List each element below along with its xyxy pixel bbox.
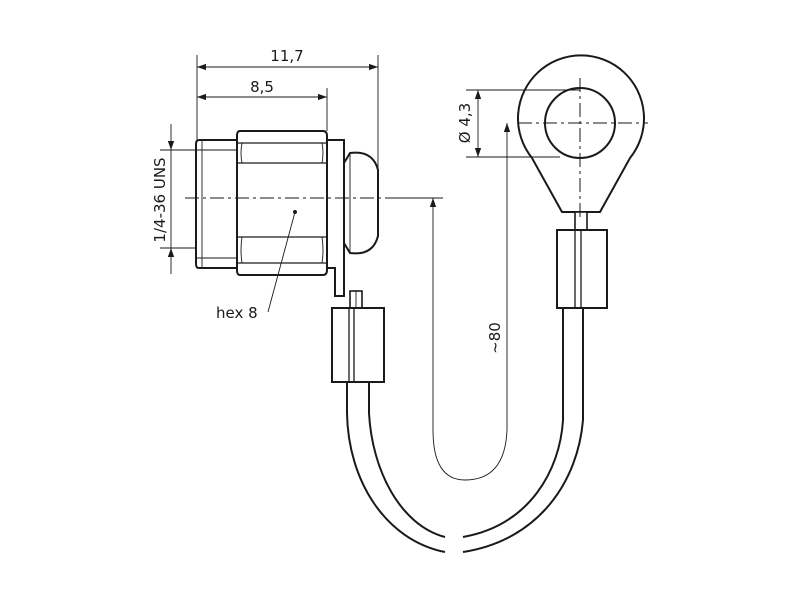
- dim-overall-length: 11,7: [197, 47, 378, 71]
- crimp-sleeve-left: [331, 307, 385, 383]
- dim-hole-diameter-label: Ø 4,3: [456, 103, 474, 143]
- solder-pin: [349, 290, 363, 309]
- dim-nut-length-label: 8,5: [250, 78, 274, 96]
- ring-terminal: [517, 54, 648, 309]
- rear-gasket: [343, 151, 379, 255]
- dim-hex: hex 8: [216, 211, 296, 322]
- connector: [185, 130, 390, 383]
- dim-hex-label: hex 8: [216, 304, 258, 322]
- washer-tab: [326, 139, 345, 297]
- dim-cable-length-label: ~80: [486, 322, 504, 354]
- dim-thread-label: 1/4-36 UNS: [151, 157, 169, 242]
- dim-overall-length-label: 11,7: [270, 47, 303, 65]
- terminal-pin: [574, 211, 588, 231]
- dim-nut-length: 8,5: [197, 78, 327, 101]
- connector-front-body: [195, 139, 238, 269]
- dim-thread: 1/4-36 UNS: [151, 124, 175, 274]
- dim-hole-diameter: Ø 4,3: [456, 90, 482, 157]
- hex-nut: [236, 130, 328, 276]
- crimp-sleeve-right: [556, 229, 608, 309]
- cable: [346, 308, 584, 553]
- dim-cable-length: ~80: [429, 123, 511, 481]
